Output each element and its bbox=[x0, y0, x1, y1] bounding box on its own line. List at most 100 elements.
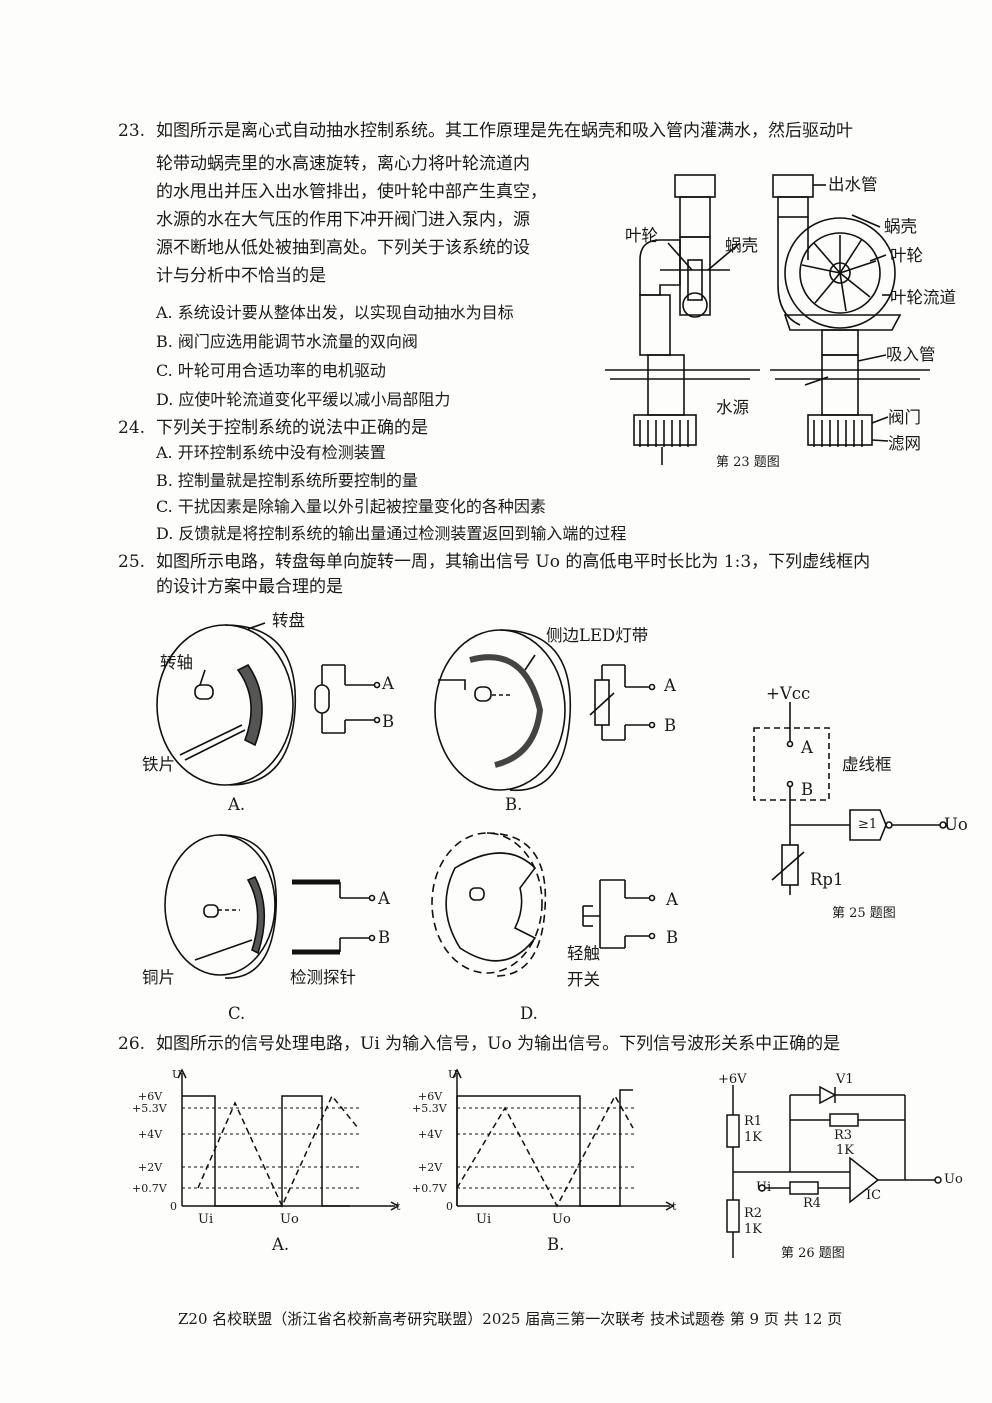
q26-graph-a bbox=[177, 1068, 400, 1211]
q25-circuit-vcc: +Vcc bbox=[766, 684, 811, 703]
q26-circuit bbox=[726, 1085, 942, 1258]
q26a-tick-0: 0 bbox=[170, 1200, 177, 1213]
q25d-option: D. bbox=[520, 1004, 538, 1023]
q25-figure-b bbox=[434, 629, 656, 792]
q23-figure-caption: 第 23 题图 bbox=[716, 455, 780, 470]
q26a-legend-uo: Uo bbox=[280, 1212, 299, 1227]
q26-circuit-vcc: +6V bbox=[718, 1072, 747, 1087]
q26a-tick-4v: +4V bbox=[138, 1128, 163, 1141]
q23-line-1: 如图所示是离心式自动抽水控制系统。其工作原理是先在蜗壳和吸入管内灌满水，然后驱动… bbox=[156, 121, 853, 141]
q26a-option: A. bbox=[272, 1235, 290, 1254]
q26b-tick-07v: +0.7V bbox=[412, 1182, 447, 1195]
q25d-label-switch-2: 开关 bbox=[567, 970, 600, 989]
q25c-terminal-b: B bbox=[378, 928, 391, 947]
q23-option-d: D. 应使叶轮流道变化平缓以减小局部阻力 bbox=[156, 390, 451, 409]
q25-circuit-gate: ≥1 bbox=[858, 817, 878, 832]
q26b-axis-t: t bbox=[672, 1200, 677, 1213]
q23-label-filter: 滤网 bbox=[888, 434, 921, 453]
q23-line-4: 水源的水在大气压的作用下冲开阀门进入泵内，源 bbox=[156, 210, 530, 230]
q23-label-impeller: 叶轮 bbox=[890, 246, 923, 265]
q23-line-6: 计与分析中不恰当的是 bbox=[156, 266, 326, 286]
q23-label-suction-pipe: 吸入管 bbox=[886, 345, 936, 364]
q26a-axis-u: U bbox=[172, 1068, 182, 1081]
q26-circuit-r1: R1 bbox=[744, 1114, 763, 1129]
q25b-terminal-a: A bbox=[664, 676, 676, 695]
q23-label-impeller-left: 叶轮 bbox=[625, 226, 658, 245]
q25-circuit-a: A bbox=[801, 738, 813, 757]
q26-stem: 如图所示的信号处理电路，Ui 为输入信号，Uo 为输出信号。下列信号波形关系中正… bbox=[156, 1034, 841, 1054]
q26-circuit-caption: 第 26 题图 bbox=[781, 1246, 845, 1261]
q25-figure-d bbox=[431, 832, 656, 977]
q25a-terminal-b: B bbox=[382, 712, 395, 731]
q25-line-2: 的设计方案中最合理的是 bbox=[156, 577, 343, 597]
q23-label-volute: 蜗壳 bbox=[884, 217, 917, 236]
q26-circuit-ic: IC bbox=[866, 1188, 882, 1203]
q26b-tick-0: 0 bbox=[446, 1200, 453, 1213]
q26-graph-b bbox=[452, 1068, 675, 1211]
page-footer: Z20 名校联盟（浙江省名校新高考研究联盟）2025 届高三第一次联考 技术试题… bbox=[178, 1310, 843, 1328]
q25a-terminal-a: A bbox=[382, 674, 394, 693]
q25-number: 25. bbox=[118, 552, 146, 572]
q25-circuit-box-label: 虚线框 bbox=[842, 755, 892, 774]
q26b-tick-4v: +4V bbox=[418, 1128, 443, 1141]
q26-circuit-r4: R4 bbox=[803, 1196, 822, 1211]
q25c-terminal-a: A bbox=[378, 889, 390, 908]
q26b-axis-u: U bbox=[448, 1068, 458, 1081]
q26-circuit-r1v: 1K bbox=[744, 1130, 762, 1145]
q26-circuit-r2: R2 bbox=[744, 1206, 763, 1221]
q23-label-water-source: 水源 bbox=[716, 398, 749, 417]
q26b-tick-53v: +5.3V bbox=[412, 1102, 447, 1115]
q23-number: 23. bbox=[118, 121, 146, 141]
q25a-label-turntable: 转盘 bbox=[272, 611, 305, 630]
q24-option-a: A. 开环控制系统中没有检测装置 bbox=[156, 443, 386, 462]
q26b-tick-2v: +2V bbox=[418, 1161, 443, 1174]
q25c-label-probe: 检测探针 bbox=[290, 968, 356, 987]
q23-pump-figure bbox=[605, 174, 930, 465]
q26-number: 26. bbox=[118, 1034, 146, 1054]
q26a-tick-6v: +6V bbox=[138, 1090, 163, 1103]
q25a-option: A. bbox=[228, 795, 246, 814]
q25-circuit-b: B bbox=[801, 780, 814, 799]
q23-label-impeller-channel: 叶轮流道 bbox=[890, 288, 956, 307]
q25d-label-switch-1: 轻触 bbox=[567, 944, 600, 963]
q25d-terminal-a: A bbox=[666, 890, 678, 909]
q25-line-1: 如图所示电路，转盘每单向旋转一周，其输出信号 Uo 的高低电平时长比为 1:3，… bbox=[156, 552, 871, 572]
q25a-label-iron: 铁片 bbox=[142, 755, 175, 774]
q23-label-volute-left: 蜗壳 bbox=[725, 236, 758, 255]
q26b-legend-ui: Ui bbox=[476, 1212, 492, 1227]
q25-circuit-out: Uo bbox=[944, 815, 968, 834]
q25c-option: C. bbox=[228, 1004, 246, 1023]
q23-option-a: A. 系统设计要从整体出发，以实现自动抽水为目标 bbox=[156, 303, 514, 322]
q25-circuit-rp: Rp1 bbox=[810, 870, 844, 889]
q26a-tick-07v: +0.7V bbox=[132, 1182, 167, 1195]
q23-label-valve: 阀门 bbox=[888, 408, 921, 427]
q26-circuit-v1: V1 bbox=[836, 1072, 854, 1087]
q25a-label-shaft: 转轴 bbox=[160, 653, 193, 672]
q24-stem: 下列关于控制系统的说法中正确的是 bbox=[156, 418, 428, 438]
q24-option-c: C. 干扰因素是除输入量以外引起被控量变化的各种因素 bbox=[156, 497, 546, 516]
q23-label-outlet-pipe: 出水管 bbox=[828, 175, 878, 194]
q26a-legend-ui: Ui bbox=[198, 1212, 214, 1227]
q26-circuit-r2v: 1K bbox=[744, 1222, 762, 1237]
q24-number: 24. bbox=[118, 418, 146, 438]
q26b-legend-uo: Uo bbox=[552, 1212, 571, 1227]
q25-figure-c bbox=[164, 834, 376, 979]
q25c-label-copper: 铜片 bbox=[142, 968, 175, 987]
q26-circuit-r3: R3 bbox=[834, 1128, 853, 1143]
q26a-axis-t: t bbox=[396, 1200, 401, 1213]
q26-circuit-ui: Ui bbox=[756, 1180, 772, 1195]
q25-figure-a bbox=[156, 622, 381, 786]
q25d-terminal-b: B bbox=[666, 928, 679, 947]
q26a-tick-53v: +5.3V bbox=[132, 1102, 167, 1115]
q25-circuit-caption: 第 25 题图 bbox=[832, 906, 896, 921]
q24-option-b: B. 控制量就是控制系统所要控制的量 bbox=[156, 471, 418, 490]
q26-circuit-uo: Uo bbox=[944, 1172, 963, 1187]
q26a-tick-2v: +2V bbox=[138, 1161, 163, 1174]
q23-line-5: 源不断地从低处被抽到高处。下列关于该系统的设 bbox=[156, 238, 530, 258]
q26b-option: B. bbox=[547, 1235, 565, 1254]
q25-circuit bbox=[753, 702, 947, 895]
q25b-terminal-b: B bbox=[664, 716, 677, 735]
q23-line-2: 轮带动蜗壳里的水高速旋转，离心力将叶轮流道内 bbox=[156, 154, 530, 174]
q23-option-b: B. 阀门应选用能调节水流量的双向阀 bbox=[156, 332, 418, 351]
q23-line-3: 的水甩出并压入出水管排出，使叶轮中部产生真空， bbox=[156, 182, 547, 202]
